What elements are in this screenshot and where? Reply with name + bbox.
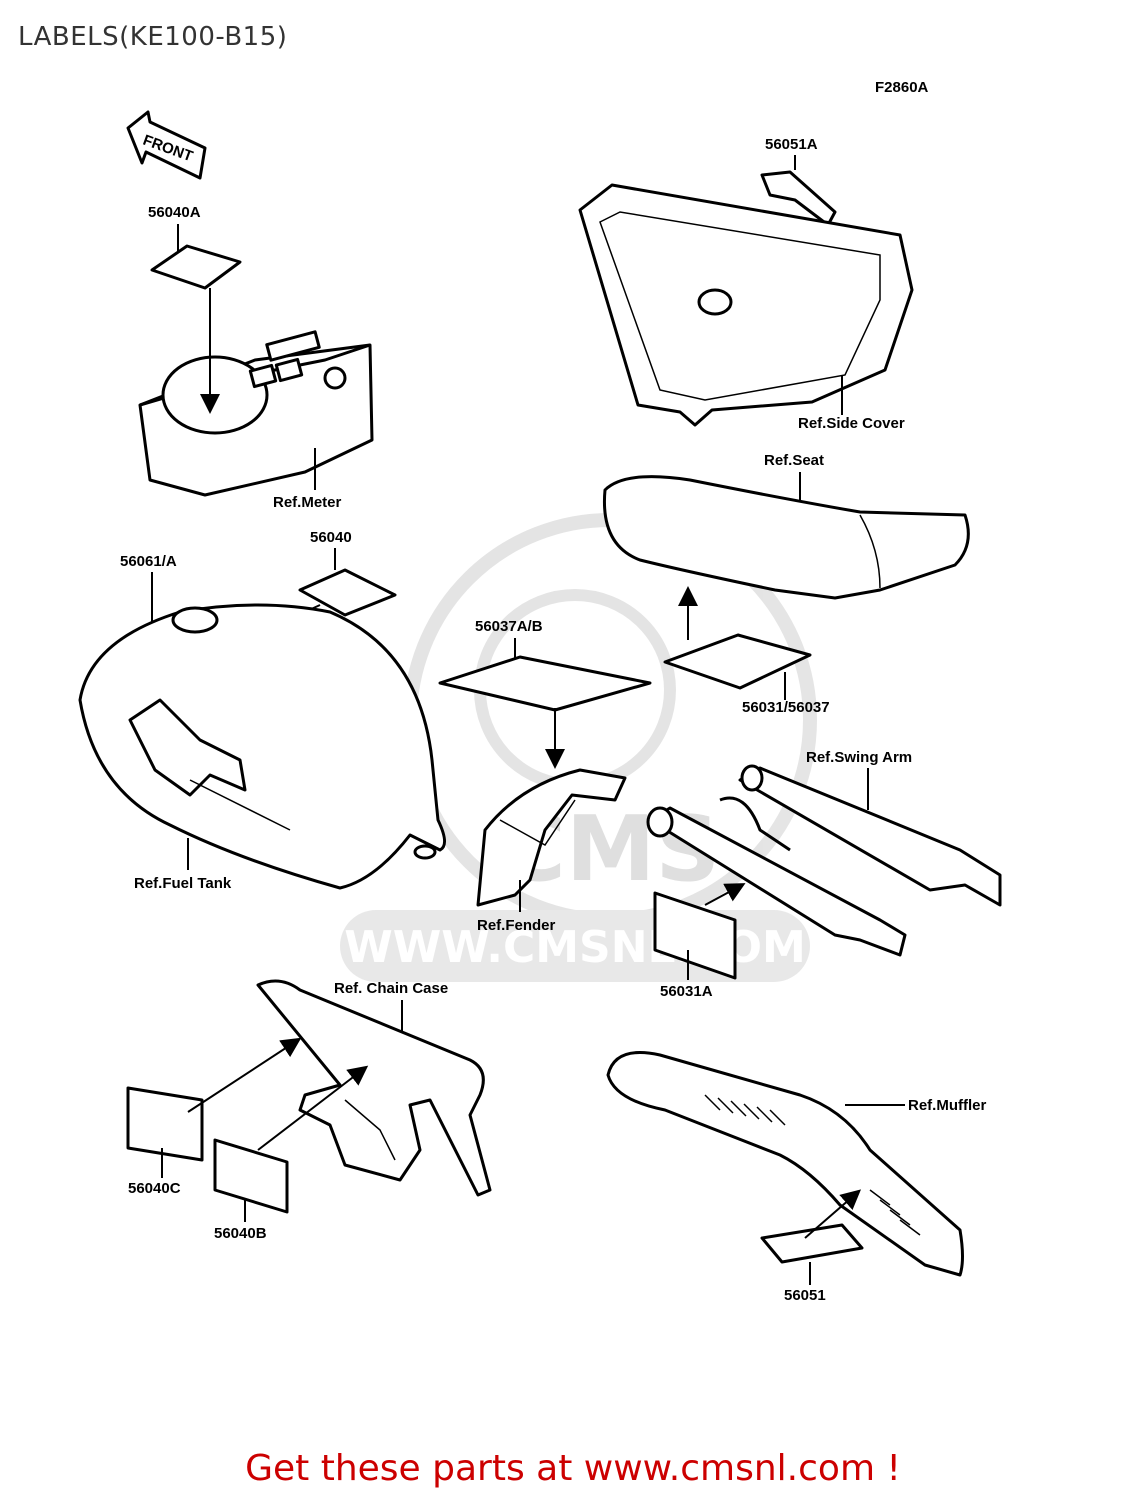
swing-arm-part: [646, 764, 1002, 957]
part-56040C: 56040C: [128, 1180, 181, 1197]
ref-swing-arm: Ref.Swing Arm: [806, 749, 912, 766]
label-56031A-decal: [653, 891, 737, 980]
ref-meter: Ref.Meter: [273, 494, 342, 511]
part-56051: 56051: [784, 1287, 826, 1304]
fender-part: [476, 768, 627, 907]
label-56040C-decal: [126, 1086, 204, 1162]
meter-part: [138, 330, 374, 497]
footer-promo-link[interactable]: Get these parts at www.cmsnl.com !: [245, 1448, 901, 1489]
label-56037AB-decal: [438, 655, 652, 712]
ref-side-cover: Ref.Side Cover: [798, 415, 905, 432]
figure-code: F2860A: [875, 79, 929, 96]
ref-fuel-tank: Ref.Fuel Tank: [134, 875, 232, 892]
side-cover-part: [578, 183, 914, 427]
label-56040-decal: [298, 568, 397, 617]
page-title: LABELS(KE100-B15): [18, 22, 288, 52]
ref-chain-case: Ref. Chain Case: [334, 980, 448, 997]
ref-fender: Ref.Fender: [477, 917, 556, 934]
parts-diagram: CMS WWW.CMSNL.COM F2860A FRONT 56040A Re…: [78, 79, 1002, 1304]
part-56037AB: 56037A/B: [475, 618, 543, 635]
part-56040B: 56040B: [214, 1225, 267, 1242]
fuel-tank-part: [78, 603, 446, 890]
label-56040A-decal: [150, 244, 242, 290]
front-arrow: FRONT: [126, 110, 207, 180]
ref-muffler: Ref.Muffler: [908, 1097, 986, 1114]
muffler-part: [606, 1051, 964, 1277]
part-56040A: 56040A: [148, 204, 201, 221]
ref-seat: Ref.Seat: [764, 452, 824, 469]
watermark-url: WWW.CMSNL.COM: [344, 922, 806, 973]
part-56031A: 56031A: [660, 983, 713, 1000]
part-56051A: 56051A: [765, 136, 818, 153]
seat-part: [602, 475, 970, 600]
label-56040B-decal: [213, 1138, 289, 1214]
part-56040: 56040: [310, 529, 352, 546]
label-56031-56037-decal: [663, 633, 812, 690]
chain-case-part: [256, 979, 492, 1197]
part-56031-56037: 56031/56037: [742, 699, 830, 716]
part-56061A: 56061/A: [120, 553, 177, 570]
emblem-56051: [760, 1223, 864, 1264]
